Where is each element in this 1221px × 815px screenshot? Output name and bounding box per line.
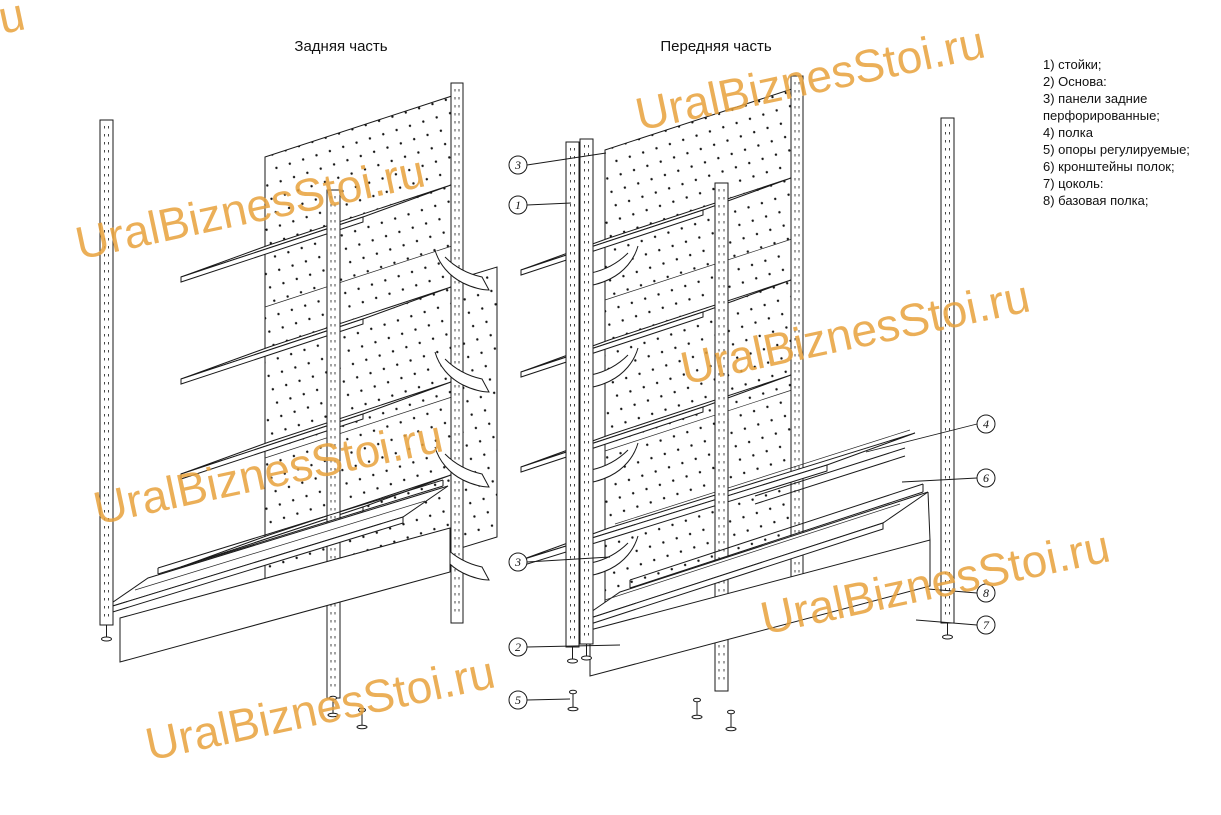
svg-text:7: 7 [983, 618, 990, 632]
base-assembly [102, 479, 451, 663]
svg-text:2: 2 [515, 640, 521, 654]
svg-text:8: 8 [983, 586, 989, 600]
front-unit-drawing [520, 75, 931, 692]
svg-text:3: 3 [514, 555, 521, 569]
callout-shelf: 4 [976, 414, 996, 434]
right-post [450, 82, 464, 624]
front-left-standalone-post-b [579, 138, 594, 661]
callout-bracket: 6 [976, 468, 996, 488]
callout-panel-top: 3 [508, 155, 528, 175]
legend-item-5: 5) опоры регулируемые; [1043, 142, 1190, 157]
svg-text:1: 1 [515, 198, 521, 212]
front-left-standalone-post-a [565, 141, 580, 664]
legend-item-3: 3) панели задние перфорированные; [1043, 91, 1160, 123]
svg-text:5: 5 [515, 693, 521, 707]
right-standalone-post [940, 117, 955, 640]
callout-panel-bottom: 3 [508, 552, 528, 572]
side-pegboard-strip [460, 266, 498, 549]
leader-lines [526, 152, 978, 701]
legend-item-2: 2) Основа: [1043, 74, 1107, 89]
callout-base-shelf: 8 [976, 583, 996, 603]
svg-text:3: 3 [514, 158, 521, 172]
callout-plinth: 7 [976, 615, 996, 635]
legend-item-4: 4) полка [1043, 125, 1093, 140]
legend-item-8: 8) базовая полка; [1043, 193, 1149, 208]
svg-text:4: 4 [983, 417, 989, 431]
pegboard-panel [604, 87, 796, 603]
pegboard-panel [264, 94, 456, 610]
callout-balloons: 3 1 3 2 5 4 6 [508, 155, 996, 710]
callout-foot: 5 [508, 690, 528, 710]
legend-item-1: 1) стойки; [1043, 57, 1102, 72]
callout-post: 1 [508, 195, 528, 215]
callout-base: 2 [508, 637, 528, 657]
front-post [326, 189, 341, 699]
front-view-title: Передняя часть [660, 38, 772, 55]
legend-item-6: 6) кронштейны полок; [1043, 159, 1175, 174]
parts-legend: 1) стойки; 2) Основа: 3) панели задние п… [1043, 56, 1219, 209]
legend-item-7: 7) цоколь: [1043, 176, 1104, 191]
left-standalone-post [99, 119, 114, 642]
adjustable-feet [327, 689, 737, 732]
back-view-title: Задняя часть [294, 38, 388, 55]
svg-text:6: 6 [983, 471, 989, 485]
back-unit-drawing [102, 82, 498, 699]
shelves [180, 184, 452, 573]
